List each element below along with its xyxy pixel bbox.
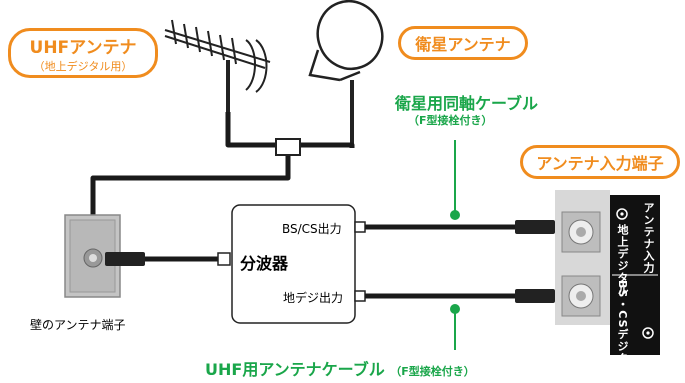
uhf-antenna-label: UHFアンテナ bbox=[29, 37, 137, 58]
label-pointers bbox=[450, 140, 460, 350]
uhf-antenna-icon bbox=[164, 19, 271, 112]
uhf-antenna-sublabel: （地上デジタル用） bbox=[33, 59, 133, 73]
uhf-antenna-callout: UHFアンテナ （地上デジタル用） bbox=[8, 28, 158, 78]
panel-bs-cs-label: BS・CSデジタル bbox=[616, 280, 629, 377]
satellite-antenna-label: 衛星アンテナ bbox=[415, 35, 511, 54]
antenna-input-callout: アンテナ入力端子 bbox=[520, 145, 680, 179]
panel-terrestrial-label: 地上デジタル bbox=[616, 224, 629, 296]
splitter-box bbox=[231, 204, 356, 324]
satellite-cable-sublabel: （F型接栓付き） bbox=[408, 114, 493, 127]
satellite-antenna-callout: 衛星アンテナ bbox=[398, 26, 528, 60]
output-cables bbox=[365, 220, 555, 303]
bs-cs-output-label: BS/CS出力 bbox=[282, 222, 342, 236]
splitter-label: 分波器 bbox=[240, 254, 289, 273]
uhf-cable-label: UHF用アンテナケーブル （F型接栓付き） bbox=[205, 360, 475, 379]
tv-input-panel bbox=[555, 190, 660, 355]
antenna-input-label: アンテナ入力端子 bbox=[536, 154, 664, 173]
wall-terminal-label: 壁のアンテナ端子 bbox=[30, 318, 126, 332]
panel-input-label: アンテナ入力 bbox=[642, 202, 655, 274]
wall-to-splitter-cable bbox=[105, 252, 231, 266]
satellite-dish-icon bbox=[308, 0, 384, 148]
terrestrial-output-label: 地デジ出力 bbox=[283, 291, 344, 305]
wall-plate-icon bbox=[64, 214, 121, 298]
antenna-feed-cables bbox=[90, 112, 355, 220]
mixer-icon bbox=[275, 138, 301, 156]
satellite-cable-label: 衛星用同軸ケーブル bbox=[395, 94, 539, 113]
